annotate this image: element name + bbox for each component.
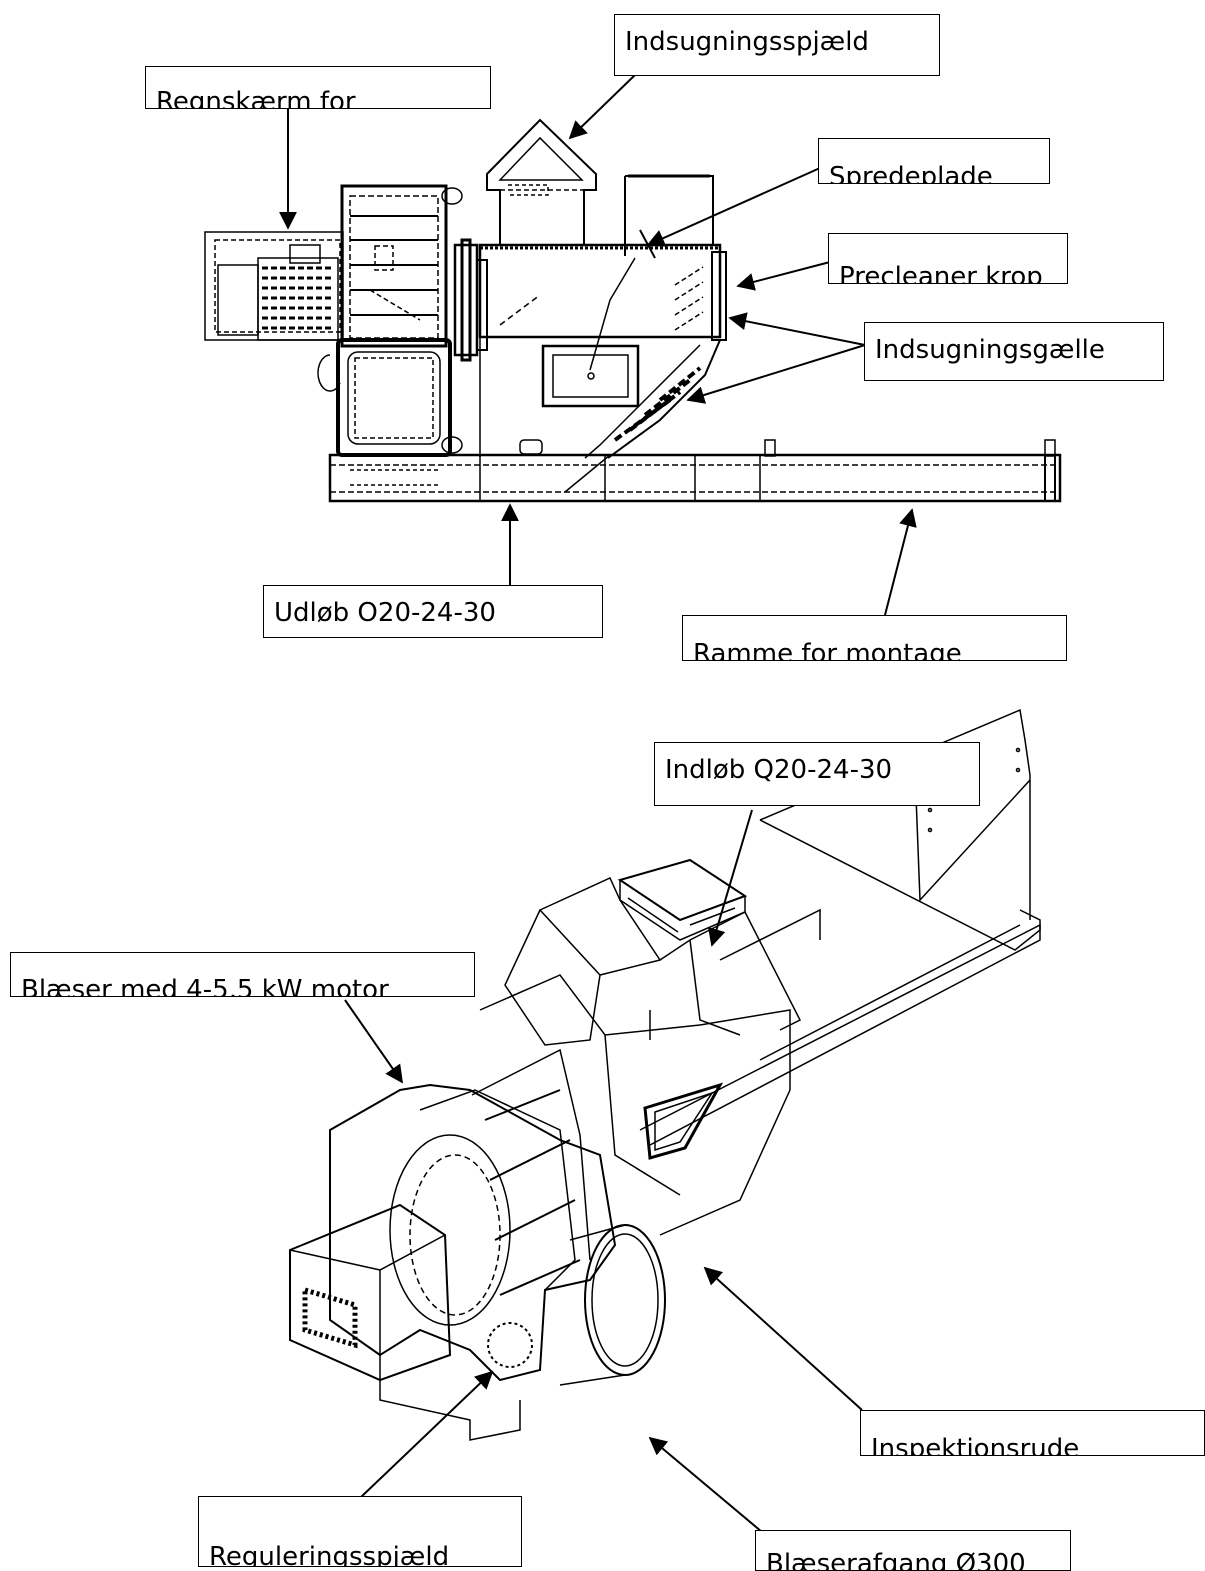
precleaner-body-side-view — [478, 174, 727, 457]
label-blaeserafgang: Blæserafgang Ø300 — [755, 1530, 1071, 1571]
label-regnskaerm: Regnskærm for — [145, 66, 491, 109]
label-ramme-text: Ramme for montage — [693, 639, 962, 661]
label-ramme: Ramme for montage — [682, 615, 1067, 661]
label-indsugningsgaelle-text: Indsugningsgælle — [875, 335, 1105, 365]
label-reguleringsspjaeld-text: Reguleringsspjæld — [209, 1542, 450, 1567]
motor-iso — [289, 1203, 521, 1441]
inspection-window-side — [541, 344, 640, 408]
label-blaeserafgang-text: Blæserafgang Ø300 — [766, 1549, 1026, 1571]
fan-iso — [329, 1048, 617, 1382]
label-indlob-text: Indløb Q20-24-30 — [665, 755, 893, 785]
label-indsugningsgaelle: Indsugningsgælle — [864, 322, 1164, 381]
inlet-hood — [486, 118, 597, 246]
mounting-rail-iso — [639, 708, 1041, 1146]
label-spredeplade: Spredeplade — [818, 138, 1050, 184]
label-blaeser: Blæser med 4-5,5 kW motor — [10, 952, 475, 997]
label-inspektionsrude-text: Inspektionsrude — [871, 1434, 1080, 1456]
motor-side-view — [204, 231, 344, 341]
precleaner-body-iso — [479, 974, 791, 1236]
label-indsugningsspjaeld-text: Indsugningsspjæld — [625, 27, 869, 57]
outlet-iso — [559, 1224, 666, 1386]
label-reguleringsspjaeld: Reguleringsspjæld — [198, 1496, 522, 1567]
label-inspektionsrude: Inspektionsrude — [860, 1410, 1205, 1456]
label-spredeplade-text: Spredeplade — [829, 162, 993, 184]
label-indsugningsspjaeld: Indsugningsspjæld — [614, 14, 940, 76]
label-regnskaerm-text: Regnskærm for — [156, 87, 356, 109]
side-view-drawing — [204, 118, 1062, 503]
inlet-iso — [504, 858, 802, 1046]
label-udlob: Udløb O20-24-30 — [263, 585, 603, 638]
label-precleaner-krop: Precleaner krop — [828, 233, 1068, 284]
fan-housing-side-view — [317, 184, 463, 457]
intake-gills — [584, 339, 721, 459]
label-blaeser-text: Blæser med 4-5,5 kW motor — [21, 975, 389, 997]
label-indlob: Indløb Q20-24-30 — [654, 742, 980, 806]
label-udlob-text: Udløb O20-24-30 — [274, 598, 496, 628]
fan-flange — [453, 238, 488, 362]
isometric-drawing — [289, 708, 1041, 1441]
label-precleaner-krop-text: Precleaner krop — [839, 262, 1043, 284]
bottom-callout-arrows — [344, 809, 863, 1533]
mounting-frame-side — [328, 439, 1062, 503]
top-callout-arrows — [279, 74, 917, 616]
